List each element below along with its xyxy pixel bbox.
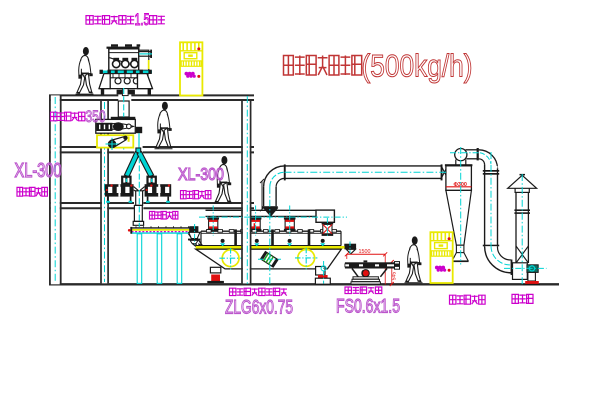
svg-text:Φ300: Φ300: [454, 182, 467, 188]
svg-text:350: 350: [86, 108, 106, 126]
svg-text:1500: 1500: [359, 249, 371, 255]
svg-text:XL-300: XL-300: [178, 164, 224, 184]
svg-text:(500kg/h): (500kg/h): [362, 48, 473, 84]
svg-text:FS0.6x1.5: FS0.6x1.5: [336, 297, 400, 318]
svg-text:1.5: 1.5: [135, 11, 150, 29]
svg-text:545: 545: [392, 272, 398, 281]
svg-text:ZLG6x0.75: ZLG6x0.75: [225, 297, 293, 319]
svg-text:XL-300: XL-300: [15, 160, 62, 182]
